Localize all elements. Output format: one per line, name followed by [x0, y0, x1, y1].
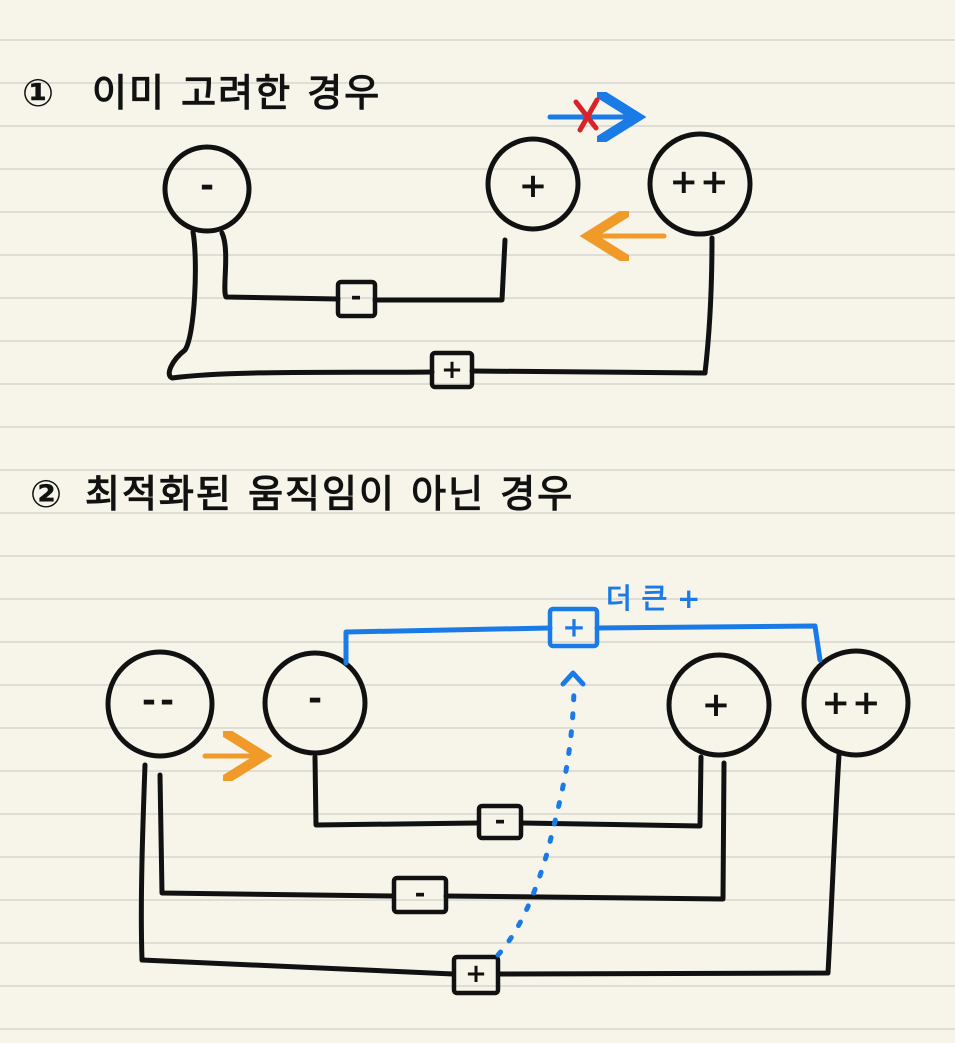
- s2-wire-inner: [312, 754, 704, 829]
- s1-wire-outer: [166, 229, 715, 381]
- s2-node-plus-label: +: [702, 685, 731, 725]
- section1: ① 이미 고려한 경우 - + ++ - +: [22, 71, 753, 390]
- s1-node-plusplus-label: ++: [670, 162, 731, 202]
- s2-box-outer: +: [451, 954, 501, 996]
- s2-node-plusplus-label: ++: [822, 683, 883, 723]
- section2: ② 최적화된 움직임이 아닌 경우 -- - + ++ -: [30, 472, 911, 996]
- s1-wire-inner: [219, 230, 508, 303]
- s1-box-upper-label: -: [351, 282, 362, 312]
- s2-blue-label: 더 큰 +: [606, 582, 700, 615]
- s1-box-upper: -: [335, 279, 378, 319]
- s2-box-middle: -: [391, 875, 449, 915]
- s2-blue-box: +: [547, 606, 600, 649]
- s2-blue-box-label: +: [562, 611, 585, 644]
- section2-number: ②: [30, 472, 62, 516]
- s2-dotted-arrow-head: [560, 670, 586, 687]
- s2-box-outer-label: +: [465, 959, 487, 989]
- s2-wire-outer: [138, 752, 842, 977]
- s2-node-minus: -: [262, 650, 368, 756]
- s2-dotted-arrow: [495, 687, 577, 958]
- s2-node-plus: +: [666, 652, 772, 758]
- s2-box-inner-label: -: [495, 806, 506, 836]
- s1-box-lower-label: +: [441, 355, 463, 385]
- s1-node-plusplus: ++: [647, 131, 753, 237]
- s1-node-minus-label: -: [200, 166, 214, 206]
- s2-box-inner: -: [476, 803, 524, 841]
- s2-wire-middle: [157, 760, 727, 902]
- s2-node-minusminus-label: --: [142, 681, 178, 721]
- section2-heading: 최적화된 움직임이 아닌 경우: [85, 472, 574, 516]
- s1-blocked-x-mark: [573, 97, 600, 133]
- section1-heading: 이미 고려한 경우: [92, 71, 381, 115]
- s1-node-plus: +: [485, 136, 581, 232]
- section1-number: ①: [22, 71, 54, 115]
- s2-node-minus-label: -: [308, 679, 322, 719]
- s2-node-minusminus: --: [105, 649, 215, 759]
- s2-node-plusplus: ++: [801, 648, 911, 758]
- ruled-lines: [0, 39, 955, 1030]
- s1-node-plus-label: +: [519, 166, 548, 206]
- s1-node-minus: -: [162, 144, 252, 234]
- s2-box-middle-label: -: [415, 879, 426, 909]
- s1-box-lower: +: [429, 350, 475, 390]
- s2-blue-wire: [343, 623, 823, 666]
